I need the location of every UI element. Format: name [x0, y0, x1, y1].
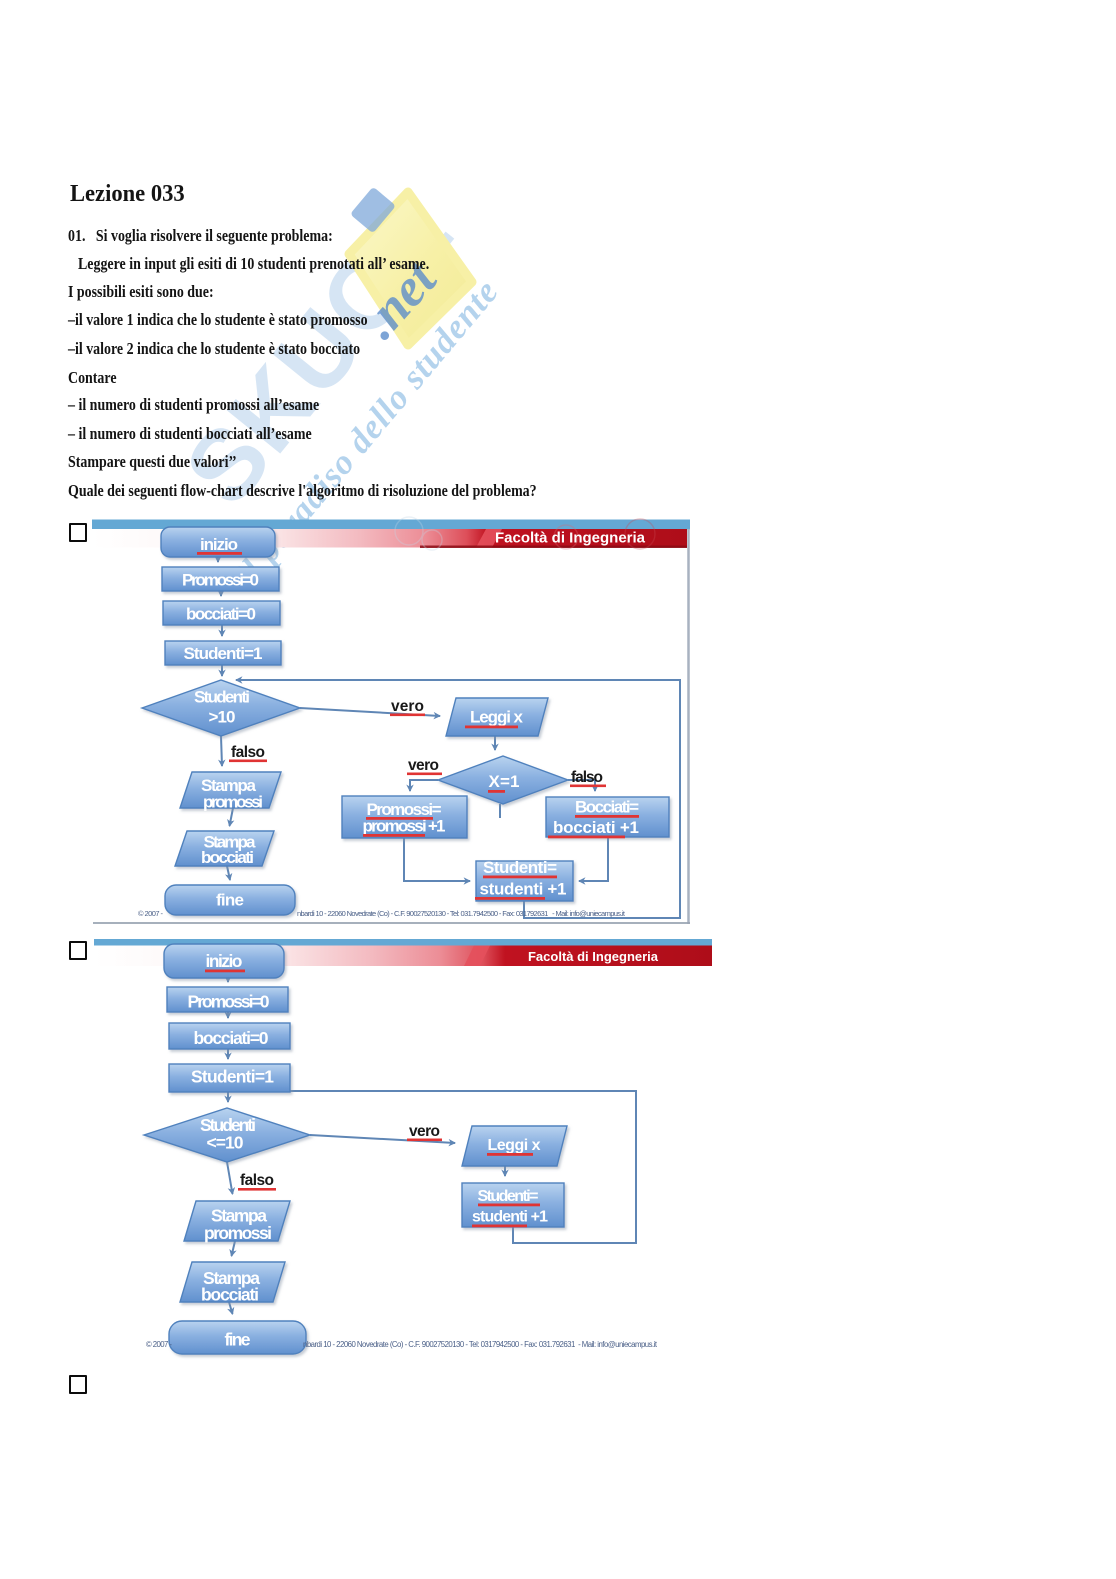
svg-text:inizio: inizio: [206, 951, 243, 971]
svg-text:bocciati +1: bocciati +1: [553, 818, 639, 837]
svg-text:Studenti=1: Studenti=1: [191, 1067, 274, 1087]
svg-text:promossi: promossi: [203, 793, 263, 812]
svg-text:vero: vero: [391, 698, 424, 715]
svg-text:Leggi x: Leggi x: [488, 1137, 541, 1154]
svg-text:X=1: X=1: [489, 772, 520, 791]
svg-text:falso: falso: [231, 744, 265, 761]
svg-text:>10: >10: [209, 708, 236, 727]
svg-text:vero: vero: [409, 1123, 440, 1140]
svg-text:Stampa: Stampa: [204, 833, 257, 852]
svg-text:falso: falso: [571, 769, 603, 786]
svg-text:fine: fine: [216, 891, 244, 910]
svg-text:promossi: promossi: [204, 1223, 272, 1243]
svg-text:nbardi 10 - 22060 Novedrate (C: nbardi 10 - 22060 Novedrate (Co) - C.F. …: [297, 909, 626, 918]
svg-text:promossi +1: promossi +1: [363, 817, 446, 836]
svg-text:© 2007 -: © 2007 -: [138, 909, 164, 918]
svg-text:Studenti=: Studenti=: [483, 858, 557, 877]
svg-text:Promossi=: Promossi=: [367, 800, 442, 819]
svg-text:Facoltà di Ingegneria: Facoltà di Ingegneria: [495, 530, 646, 547]
svg-text:Studenti: Studenti: [200, 1115, 256, 1135]
svg-text:Promossi=0: Promossi=0: [182, 571, 259, 590]
svg-text:Stampa: Stampa: [211, 1206, 267, 1226]
svg-text:Stampa: Stampa: [201, 776, 257, 795]
svg-text:fine: fine: [225, 1330, 251, 1350]
svg-text:Studenti=1: Studenti=1: [184, 644, 263, 663]
svg-text:studenti +1: studenti +1: [480, 880, 567, 899]
svg-text:Studenti: Studenti: [194, 688, 250, 707]
svg-text:vero: vero: [408, 757, 439, 774]
svg-text:bocciati=0: bocciati=0: [194, 1028, 269, 1048]
svg-text:Promossi=0: Promossi=0: [188, 992, 270, 1012]
svg-text:inizio: inizio: [200, 535, 238, 554]
svg-text:nbardi 10 - 22060 Novedrate (C: nbardi 10 - 22060 Novedrate (Co) - C.F. …: [303, 1340, 658, 1349]
svg-text:bocciati=0: bocciati=0: [186, 605, 256, 624]
svg-text:Facoltà di Ingegneria: Facoltà di Ingegneria: [528, 949, 659, 964]
svg-text:<=10: <=10: [207, 1133, 244, 1153]
svg-text:Studenti=: Studenti=: [478, 1188, 539, 1205]
svg-text:Stampa: Stampa: [203, 1268, 260, 1288]
svg-text:bocciati: bocciati: [201, 848, 254, 867]
svg-text:falso: falso: [240, 1172, 274, 1189]
svg-text:Leggi x: Leggi x: [470, 708, 524, 727]
svg-text:bocciati: bocciati: [201, 1285, 259, 1305]
svg-text:studenti +1: studenti +1: [472, 1209, 548, 1226]
svg-text:© 2007 -: © 2007 -: [146, 1340, 172, 1349]
svg-text:Bocciati=: Bocciati=: [575, 798, 639, 817]
